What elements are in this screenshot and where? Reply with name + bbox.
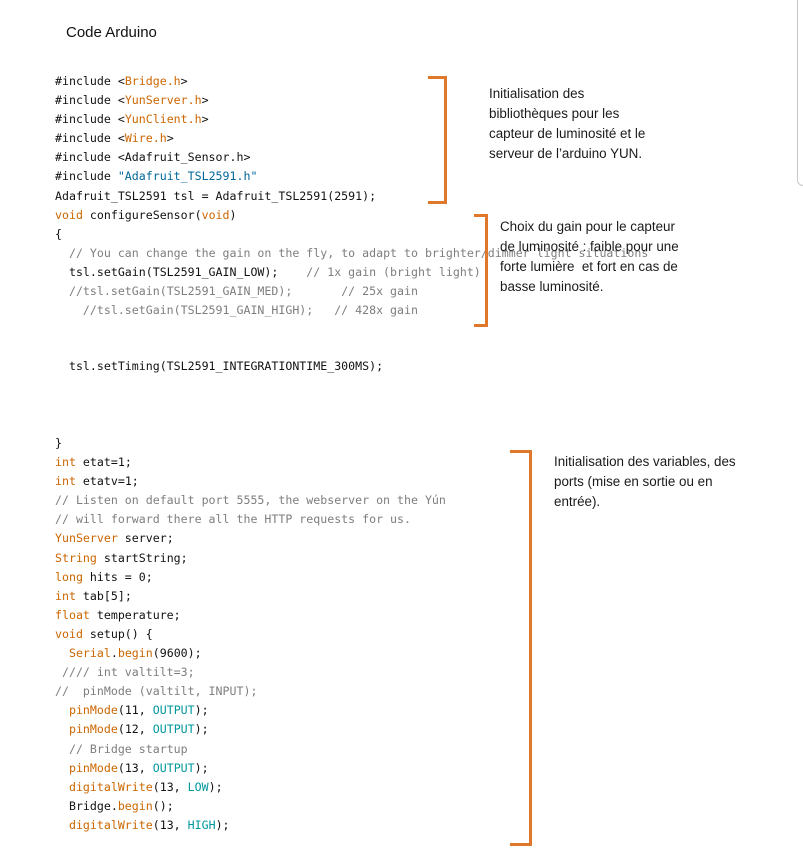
code-block-variables: } int etat=1; int etatv=1; // Listen on def… (55, 434, 446, 835)
code-line: void setup() { (55, 626, 153, 641)
code-line: #include "Adafruit_TSL2591.h" (55, 169, 258, 184)
code-line: // pinMode (valtilt, INPUT); (55, 684, 258, 699)
code-line: tsl.setTiming(TSL2591_INTEGRATIONTIME_30… (55, 359, 384, 373)
code-line: digitalWrite(13, HIGH); (68, 817, 230, 832)
code-line: #include <YunServer.h> (55, 93, 209, 108)
code-line: digitalWrite(13, LOW); (68, 779, 223, 794)
code-block-includes: #include <Bridge.h> #include <YunServer.h… (55, 72, 648, 320)
code-line: #include <Wire.h> (55, 131, 174, 146)
code-line: { (55, 226, 62, 241)
code-line: //tsl.setGain(TSL2591_GAIN_HIGH); // 428… (82, 303, 418, 318)
code-line: float temperature; (55, 607, 181, 622)
code-line: int etatv=1; (55, 474, 139, 489)
code-line: tsl.setGain(TSL2591_GAIN_LOW); // 1x gai… (55, 264, 481, 279)
code-line: String startString; (55, 550, 188, 565)
code-line: //tsl.setGain(TSL2591_GAIN_MED); // 25x … (68, 284, 418, 299)
code-line: long hits = 0; (55, 569, 153, 584)
page-edge-decoration (797, 0, 803, 186)
code-line: // Bridge startup (68, 741, 188, 756)
code-line: Bridge.begin(); (55, 798, 174, 813)
code-line: } (55, 436, 62, 450)
note-variables: Initialisation des variables, des ports … (554, 454, 736, 509)
bracket-variables (510, 450, 532, 846)
bracket-gain (474, 214, 488, 327)
note-gain: Choix du gain pour le capteur de luminos… (500, 219, 679, 294)
code-line: // will forward there all the HTTP reque… (55, 512, 411, 527)
code-line: // You can change the gain on the fly, t… (68, 245, 649, 260)
code-line: int etat=1; (55, 455, 132, 470)
code-line: pinMode(11, OUTPUT); (68, 703, 209, 718)
bracket-libraries (428, 76, 447, 204)
code-line: //// int valtilt=3; (61, 665, 195, 680)
page-title: Code Arduino (66, 24, 157, 41)
note-libraries: Initialisation des bibliothèques pour le… (489, 86, 646, 161)
code-block-timing: tsl.setTiming(TSL2591_INTEGRATIONTIME_30… (55, 357, 383, 376)
code-line: void configureSensor(void) (55, 207, 237, 222)
code-line: #include <Adafruit_Sensor.h> (55, 150, 251, 165)
code-line: pinMode(12, OUTPUT); (68, 722, 209, 737)
code-line: pinMode(13, OUTPUT); (68, 760, 209, 775)
code-line: int tab[5]; (55, 588, 132, 603)
code-line: #include <Bridge.h> (55, 74, 188, 88)
code-line: Serial.begin(9600); (68, 646, 202, 661)
code-line: Adafruit_TSL2591 tsl = Adafruit_TSL2591(… (55, 188, 377, 203)
code-line: YunServer server; (55, 531, 174, 546)
code-line: #include <YunClient.h> (55, 112, 209, 127)
code-line: // Listen on default port 5555, the webs… (55, 493, 446, 508)
